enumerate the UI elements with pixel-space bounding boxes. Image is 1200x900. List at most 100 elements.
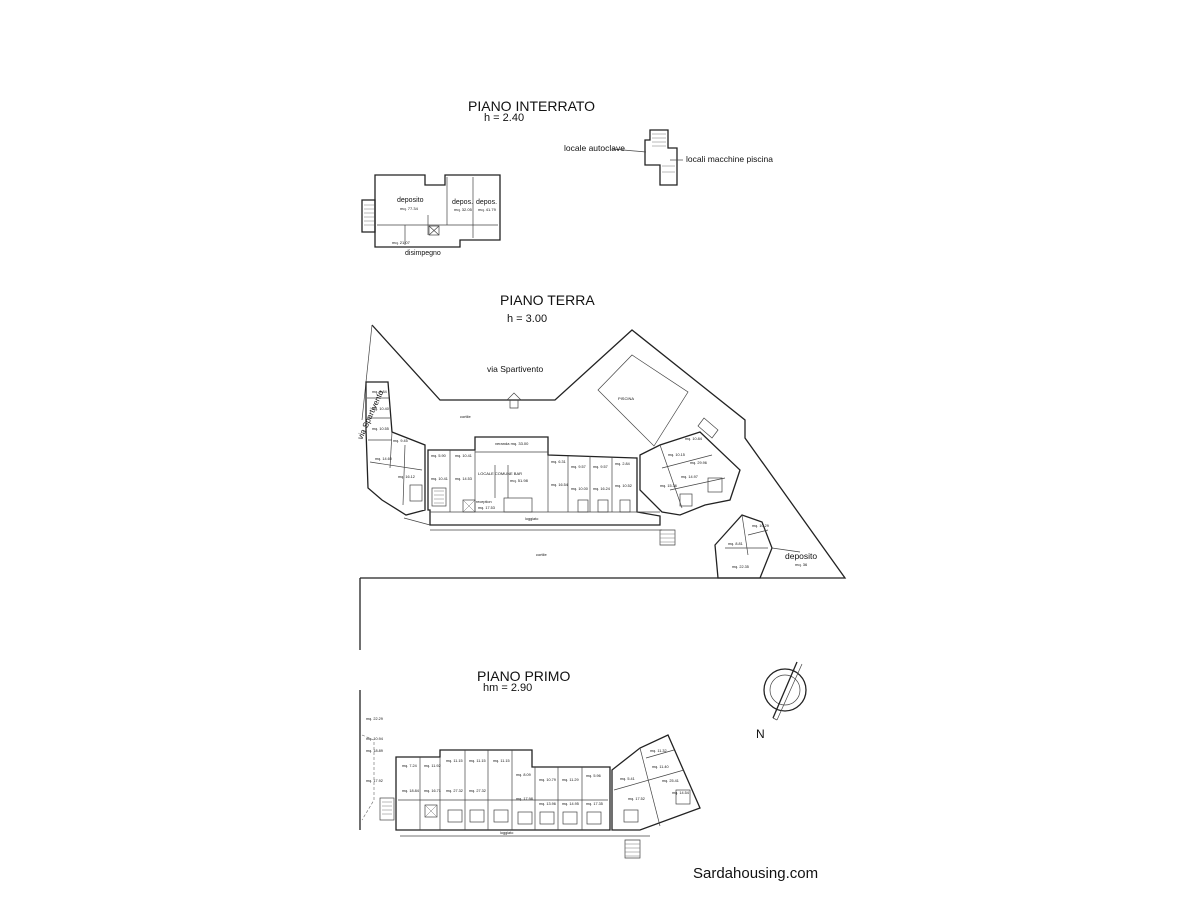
basement-plan: PIANO INTERRATO h = 2.40 deposito mq. 77… bbox=[361, 98, 773, 257]
compass-north-label: N bbox=[756, 727, 765, 741]
ground-room-area: mq. 29.96 bbox=[690, 461, 707, 465]
first-room-area: mq. 17.92 bbox=[366, 779, 383, 783]
first-room-area: mq. 18.89 bbox=[366, 749, 383, 753]
basement-disimpegno-label: disimpegno bbox=[405, 250, 441, 257]
veranda-label: veranda mq. 33.00 bbox=[495, 441, 529, 446]
east-wing-walls bbox=[659, 444, 726, 509]
basement-title: PIANO INTERRATO bbox=[468, 98, 595, 114]
ground-room-area: mq. 16.24 bbox=[593, 487, 610, 491]
first-room-area: mq. 10.79 bbox=[539, 778, 556, 782]
ground-room-area: mq. 14.60 bbox=[375, 457, 392, 461]
first-room-area: mq. 13.96 bbox=[539, 802, 556, 806]
first-room-area: mq. 16.71 bbox=[424, 789, 441, 793]
ground-room-area: mq. 22.35 bbox=[732, 565, 749, 569]
pool-machines-label: locali macchine piscina bbox=[686, 154, 773, 164]
first-room-area: mq. 11.29 bbox=[562, 778, 579, 782]
basement-stair-steps bbox=[364, 204, 374, 226]
pool-machine-stair bbox=[652, 133, 675, 173]
ground-room-area: mq. 16.54 bbox=[551, 483, 568, 487]
ground-room-area: mq. 10.00 bbox=[571, 487, 588, 491]
first-stair-steps bbox=[382, 801, 438, 818]
basement-height: h = 2.40 bbox=[484, 112, 524, 124]
annex-deposito-label: deposito bbox=[785, 551, 817, 561]
basement-disimpegno-area: mq. 21.07 bbox=[392, 240, 411, 245]
cortile-bottom-label: cortile bbox=[536, 552, 547, 557]
common-room-label: LOCALE COMUNE BAR bbox=[478, 471, 522, 476]
annex-walls bbox=[725, 514, 769, 556]
lift-shaft bbox=[428, 225, 440, 236]
cortile-top-label: cortile bbox=[460, 414, 471, 419]
ground-room-area: mq. 9.57 bbox=[571, 465, 586, 469]
first-floor-plan: PIANO PRIMO hm = 2.90 mq. 22.29 mq. 10.9… bbox=[359, 668, 701, 859]
annex-boundary bbox=[771, 547, 801, 553]
street-side-label: via Spartivento bbox=[356, 388, 386, 441]
first-room-area: mq. 27.32 bbox=[446, 789, 463, 793]
basement-stair bbox=[361, 199, 376, 233]
lift-cross bbox=[428, 225, 440, 236]
first-room-area: mq. 11.92 bbox=[424, 764, 441, 768]
site-boundary-west bbox=[361, 324, 373, 421]
first-room-area: mq. 11.15 bbox=[493, 759, 510, 763]
first-room-area: mq. 11.32 bbox=[650, 749, 667, 753]
basement-deposito-area: mq. 77.34 bbox=[400, 206, 419, 211]
east-wing bbox=[639, 431, 741, 516]
basement-outline bbox=[374, 174, 501, 248]
ground-loggiato-label: loggiato bbox=[525, 517, 538, 521]
ground-room-area: mq. 10.41 bbox=[431, 477, 448, 481]
first-room-area: mq. 18.84 bbox=[402, 789, 419, 793]
ground-room-area: mq. 6.31 bbox=[551, 460, 566, 464]
site-boundary bbox=[360, 324, 847, 579]
ground-outdoor-stair-steps bbox=[660, 533, 675, 543]
pool-machine-rooms bbox=[644, 129, 678, 186]
central-wing-walls bbox=[430, 450, 660, 513]
first-main-block bbox=[395, 749, 611, 831]
first-room-area: mq. 11.40 bbox=[652, 765, 669, 769]
first-room-area: mq. 17.52 bbox=[628, 797, 645, 801]
first-room-area: mq. 25.41 bbox=[662, 779, 679, 783]
basement-depos1-area: mq. 32.05 bbox=[454, 207, 473, 212]
autoclave-leader bbox=[611, 148, 647, 153]
annex-deposito-area: mq. 36 bbox=[795, 562, 808, 567]
first-room-area: mq. 17.98 bbox=[516, 797, 533, 801]
basement-depos2-area: mq. 41.79 bbox=[478, 207, 497, 212]
ground-room-area: mq. 8.84 bbox=[372, 390, 387, 394]
ground-room-area: mq. 9.45 bbox=[393, 439, 408, 443]
first-room-area: mq. 27.32 bbox=[469, 789, 486, 793]
first-room-area: mq. 14.95 bbox=[562, 802, 579, 806]
ground-room-area: mq. 5.90 bbox=[431, 454, 446, 458]
street-label: via Spartivento bbox=[487, 364, 543, 374]
first-room-area: mq. 5.41 bbox=[620, 777, 635, 781]
central-stair bbox=[434, 490, 476, 513]
first-outdoor-stair bbox=[624, 839, 641, 859]
first-room-area: mq. 17.35 bbox=[586, 802, 603, 806]
ground-room-area: mq. 10.29 bbox=[752, 524, 769, 528]
first-east-walls bbox=[613, 747, 691, 827]
common-room-area: mq. 51.98 bbox=[510, 478, 529, 483]
ground-room-area: mq. 10.41 bbox=[455, 454, 472, 458]
first-room-area: mq. 22.29 bbox=[366, 717, 383, 721]
ground-title: PIANO TERRA bbox=[500, 292, 595, 308]
basement-depos2-label: depos. bbox=[476, 199, 497, 206]
ground-room-area: mq. 14.53 bbox=[455, 477, 472, 481]
ground-room-area: mq. 10.40 bbox=[372, 407, 389, 411]
ground-room-area: mq. 10.55 bbox=[372, 427, 389, 431]
ground-gallery-line bbox=[403, 517, 431, 526]
ground-room-area: mq. 10.84 bbox=[685, 437, 702, 441]
entrance-arrow-icon bbox=[506, 392, 522, 409]
ground-room-area: mq. 8.81 bbox=[728, 542, 743, 546]
first-room-area: mq. 11.15 bbox=[469, 759, 486, 763]
ground-outdoor-stair bbox=[659, 529, 676, 546]
ground-room-area: mq. 10.15 bbox=[668, 453, 685, 457]
pool-outline bbox=[597, 354, 689, 447]
first-room-area: mq. 11.15 bbox=[446, 759, 463, 763]
first-main-walls bbox=[379, 750, 608, 830]
ground-plan: PIANO TERRA h = 3.00 via Spartivento PIS… bbox=[356, 292, 847, 650]
reception-area: mq. 17.53 bbox=[478, 506, 495, 510]
ground-room-area: mq. 15.36 bbox=[660, 484, 677, 488]
reception-label: reception bbox=[476, 500, 492, 504]
first-west-wing bbox=[361, 734, 375, 821]
first-room-area: mq. 10.94 bbox=[366, 737, 383, 741]
first-room-area: mq. 7.24 bbox=[402, 764, 417, 768]
first-loggiato-label: loggiato bbox=[500, 831, 513, 835]
